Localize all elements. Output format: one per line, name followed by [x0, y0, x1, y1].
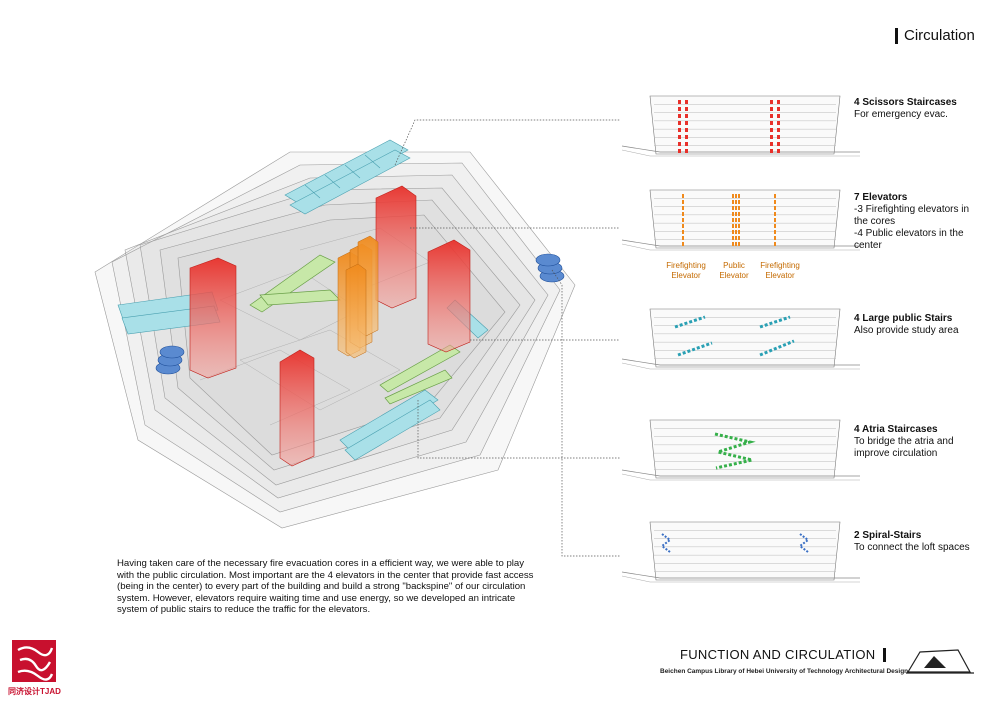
firefighting-elevator-label-left: Firefighting Elevator	[666, 261, 706, 280]
legend-desc: For emergency evac.	[854, 109, 948, 120]
legend-item-elevators: 7 Elevators -3 Firefighting elevators in…	[854, 192, 984, 252]
legend-desc: Also provide study area	[854, 325, 959, 336]
legend-desc: To bridge the atria and improve circulat…	[854, 436, 954, 459]
fire-core-right	[427, 239, 471, 353]
legend-title: 2 Spiral-Stairs	[854, 530, 922, 541]
atria-staircase-lower	[379, 344, 461, 405]
building-section-logo-icon	[906, 649, 974, 674]
section-thumbnail-public-stairs	[621, 308, 860, 370]
footer-title: FUNCTION AND CIRCULATION	[680, 648, 887, 662]
legend-item-scissors-staircases: 4 Scissors Staircases For emergency evac…	[854, 97, 984, 121]
public-elevator-label: Public Elevator	[719, 261, 749, 280]
legend-item-spiral-stairs: 2 Spiral-Stairs To connect the loft spac…	[854, 530, 984, 554]
section-thumbnails	[621, 95, 860, 583]
atria-staircase-upper	[249, 254, 341, 313]
leader-lines	[394, 119, 620, 557]
legend-title: 7 Elevators	[854, 192, 908, 203]
logo-caption: 同济设计TJAD	[8, 687, 61, 696]
scissors-staircase-top	[284, 139, 411, 215]
firefighting-elevator-label-right: Firefighting Elevator	[760, 261, 800, 280]
spiral-stair-right	[535, 253, 565, 283]
public-elevator-cluster	[337, 235, 379, 359]
legend-desc: To connect the loft spaces	[854, 542, 970, 553]
fire-core-center-top	[375, 185, 417, 309]
spiral-stair-left	[155, 345, 185, 375]
legend-desc: -3 Firefighting elevators in the cores -…	[854, 204, 970, 251]
legend-title: 4 Scissors Staircases	[854, 97, 957, 108]
section-thumbnail-scissors	[621, 95, 860, 157]
description-paragraph: Having taken care of the necessary fire …	[117, 558, 534, 616]
footer-subtitle: Beichen Campus Library of Hebei Universi…	[660, 668, 909, 675]
legend-item-large-public-stairs: 4 Large public Stairs Also provide study…	[854, 313, 984, 337]
legend-item-atria-staircases: 4 Atria Staircases To bridge the atria a…	[854, 424, 984, 460]
fire-core-left	[189, 257, 237, 379]
legend-title: 4 Large public Stairs	[854, 313, 953, 324]
section-thumbnail-spiral	[621, 521, 860, 583]
page-title: Circulation	[895, 28, 975, 44]
section-thumbnail-atria	[621, 419, 860, 481]
fire-core-bottom	[279, 349, 315, 467]
legend-title: 4 Atria Staircases	[854, 424, 938, 435]
scissors-staircase-bottom	[339, 389, 441, 461]
section-thumbnail-elevators	[621, 189, 860, 251]
tjad-logo-icon	[12, 640, 56, 682]
